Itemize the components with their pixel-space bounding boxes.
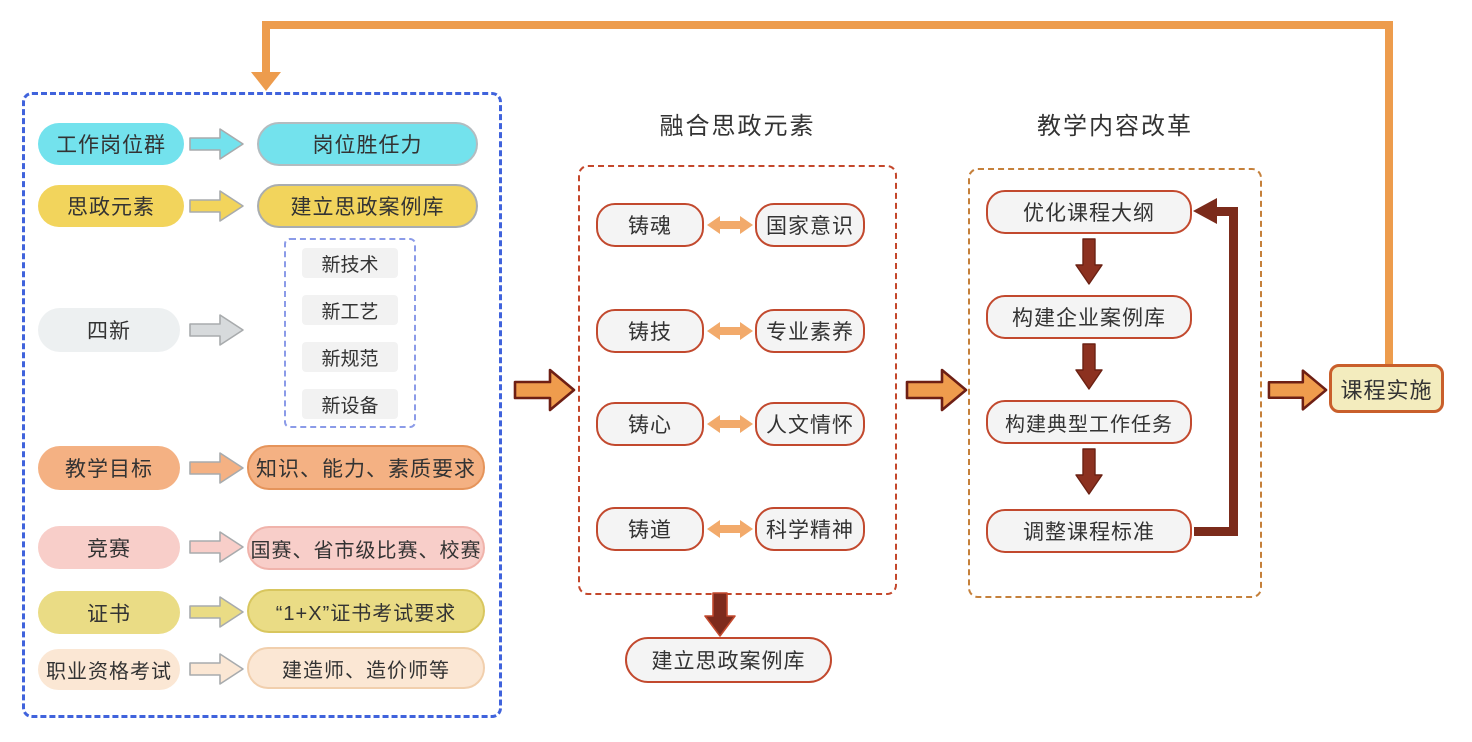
optimize-syllabus-pill: 优化课程大纲: [986, 190, 1192, 234]
qualification-exam-pill: 职业资格考试: [38, 649, 180, 690]
right-arrow-icon: [189, 314, 244, 346]
contest-levels-pill: 国赛、省市级比赛、校赛: [247, 526, 485, 570]
middle-panel-box: [578, 165, 897, 595]
four-new-items-box: [284, 238, 416, 428]
adjust-course-standard-pill: 调整课程标准: [986, 509, 1192, 553]
feedback-loop-vertical-line: [1229, 207, 1238, 536]
humanistic-care-pill: 人文情怀: [755, 402, 865, 446]
builder-pill: 建造师、造价师等: [247, 647, 485, 689]
section-flow-arrow-icon: [905, 368, 968, 412]
top-loop-arrowhead-down-icon: [251, 72, 281, 91]
four-new-pill: 四新: [38, 308, 180, 352]
middle-panel-title: 融合思政元素: [659, 113, 816, 140]
enterprise-case-library-pill: 构建企业案例库: [986, 295, 1192, 339]
down-arrow-icon: [704, 592, 736, 637]
right-arrow-icon: [189, 190, 244, 222]
top-loop-right-vertical-line: [1385, 21, 1393, 364]
left-panel-box: [22, 92, 502, 718]
right-arrow-icon: [189, 128, 244, 160]
right-arrow-icon: [189, 653, 244, 685]
section-flow-arrow-icon: [1267, 369, 1328, 411]
typical-work-tasks-pill: 构建典型工作任务: [986, 400, 1192, 444]
forge-heart-pill: 铸心: [596, 402, 704, 446]
right-arrow-icon: [189, 452, 244, 484]
knowledge-ability-pill: 知识、能力、素质要求: [247, 445, 485, 490]
feedback-loop-bottom-line: [1194, 527, 1238, 536]
certificate-pill: 证书: [38, 591, 180, 634]
forge-ethics-pill: 铸道: [596, 507, 704, 551]
ideology-elements-pill: 思政元素: [38, 185, 184, 227]
down-arrow-icon: [1075, 238, 1103, 285]
job-group-pill: 工作岗位群: [38, 123, 184, 165]
forge-soul-pill: 铸魂: [596, 203, 704, 247]
feedback-loop-arrowhead-left-icon: [1193, 198, 1217, 224]
double-arrow-icon: [707, 415, 753, 433]
new-technology-item: 新技术: [302, 248, 398, 278]
post-competency-pill: 岗位胜任力: [257, 122, 478, 166]
right-arrow-icon: [189, 596, 244, 628]
professional-quality-pill: 专业素养: [755, 309, 865, 353]
section-flow-arrow-icon: [513, 368, 576, 412]
new-craft-item: 新工艺: [302, 295, 398, 325]
output-case-library-pill: 建立思政案例库: [625, 637, 832, 683]
double-arrow-icon: [707, 216, 753, 234]
feedback-loop-top-line: [1215, 207, 1238, 216]
down-arrow-icon: [1075, 343, 1103, 390]
teaching-goal-pill: 教学目标: [38, 446, 180, 490]
new-equipment-item: 新设备: [302, 389, 398, 419]
competition-pill: 竞赛: [38, 526, 180, 569]
forge-skill-pill: 铸技: [596, 309, 704, 353]
down-arrow-icon: [1075, 448, 1103, 495]
case-library-pill: 建立思政案例库: [257, 184, 478, 228]
double-arrow-icon: [707, 520, 753, 538]
top-loop-left-vertical-line: [262, 21, 270, 73]
new-standard-item: 新规范: [302, 342, 398, 372]
cert-exam-pill: “1+X”证书考试要求: [247, 589, 485, 633]
right-arrow-icon: [189, 531, 244, 563]
scientific-spirit-pill: 科学精神: [755, 507, 865, 551]
course-implementation-box: 课程实施: [1329, 364, 1444, 413]
right-panel-title: 教学内容改革: [1037, 113, 1193, 140]
top-loop-horizontal-line: [262, 21, 1393, 29]
right-panel-box: [968, 168, 1262, 598]
double-arrow-icon: [707, 322, 753, 340]
national-awareness-pill: 国家意识: [755, 203, 865, 247]
